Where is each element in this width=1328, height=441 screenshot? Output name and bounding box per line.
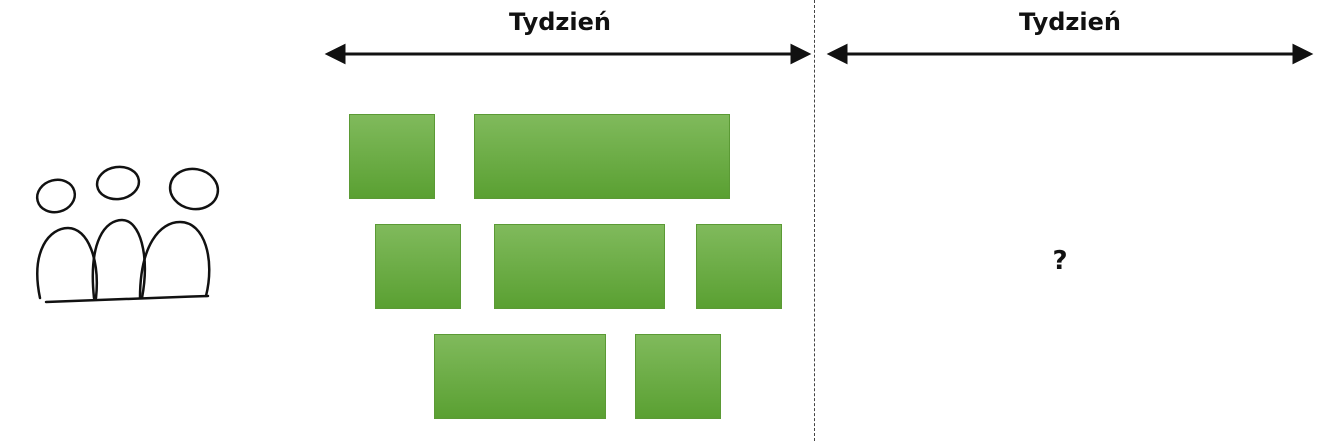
week-2-label: Tydzień xyxy=(1019,8,1121,36)
task-block xyxy=(635,334,721,419)
task-block xyxy=(696,224,782,309)
unknown-workload-marker: ? xyxy=(1052,246,1068,276)
task-block xyxy=(375,224,461,309)
week-divider xyxy=(814,0,815,441)
task-block xyxy=(434,334,606,419)
people-group-icon xyxy=(35,165,220,304)
week-1-span-arrow xyxy=(324,43,812,65)
task-block xyxy=(474,114,730,199)
task-block xyxy=(494,224,665,309)
task-block xyxy=(349,114,435,199)
week-2-span-arrow xyxy=(826,43,1314,65)
week-1-label: Tydzień xyxy=(509,8,611,36)
